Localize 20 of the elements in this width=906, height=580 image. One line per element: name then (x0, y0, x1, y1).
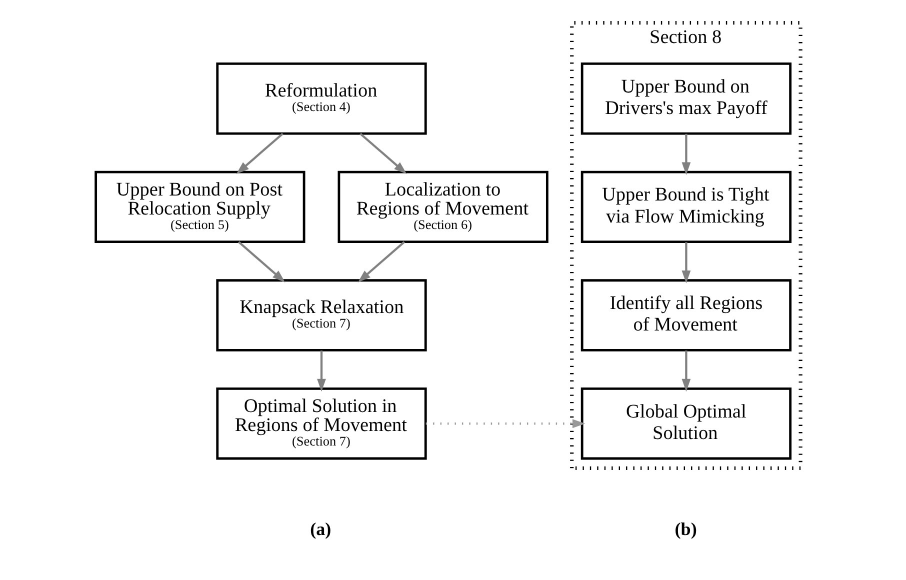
label: (a) (310, 518, 332, 539)
node-box: Reformulation (Section 4) (216, 62, 427, 135)
arrow (360, 132, 407, 174)
arrow (682, 350, 691, 392)
arrow (682, 242, 691, 284)
node-box: Upper Bound is Tight via Flow Mimicking (580, 170, 792, 244)
arrow (358, 241, 405, 282)
node-box: Upper Bound on Post Relocation Supply (Section 5) (94, 170, 306, 244)
node-box: Global Optimal Solution (580, 388, 792, 460)
arrow (236, 132, 284, 174)
arrow (426, 419, 586, 428)
node-box: Optimal Solution in Regions of Movement (Section 7) (216, 388, 427, 460)
node-box: Identify all Regions of Movement (580, 279, 792, 352)
label: (b) (674, 518, 697, 539)
arrow (317, 350, 326, 392)
node-box: Upper Bound on Drivers's max Payoff (580, 62, 792, 135)
arrow (238, 241, 286, 282)
arrow (682, 134, 691, 175)
node-box: Knapsack Relaxation (Section 7) (216, 279, 427, 352)
node-box: Localization to Regions of Movement (Section 6) (338, 170, 548, 244)
